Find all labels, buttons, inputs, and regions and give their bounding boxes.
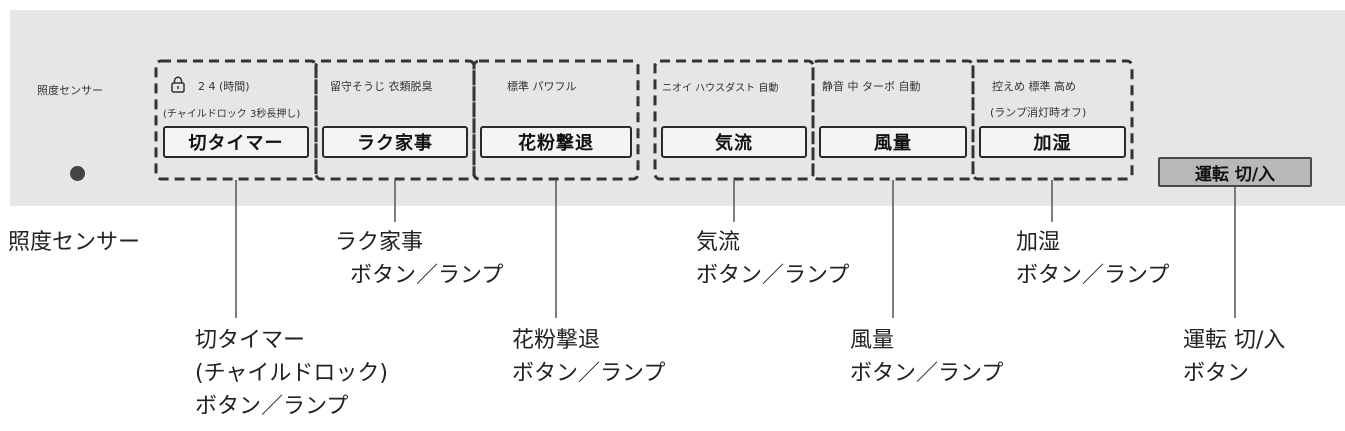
pollen-button[interactable]: 花粉撃退 — [480, 126, 632, 158]
timer-options: 2 4 (時間) — [198, 80, 250, 93]
callout-kafun: 花粉撃退 ボタン／ランプ — [512, 328, 666, 386]
callout-run: 運転 切/入 ボタン — [1183, 328, 1286, 386]
sensor-label: 照度センサー — [37, 84, 103, 97]
callout-rakukaji: ラク家事 ボタン／ランプ — [335, 230, 504, 288]
kashitsu-note: (ランプ消灯時オフ) — [990, 106, 1087, 119]
rakukaji-button[interactable]: ラク家事 — [322, 126, 468, 158]
kafun-options: 標準 パワフル — [507, 80, 577, 93]
callout-kiryu: 気流 ボタン／ランプ — [696, 230, 850, 288]
lock-icon — [170, 76, 186, 97]
airvolume-button[interactable]: 風量 — [819, 126, 967, 158]
rakukaji-group-outline — [314, 59, 476, 181]
airflow-button[interactable]: 気流 — [661, 126, 807, 158]
callout-timer: 切タイマー (チャイルドロック) ボタン／ランプ — [195, 328, 388, 419]
callout-furyo: 風量 ボタン／ランプ — [850, 328, 1004, 386]
kashitsu-options: 控えめ 標準 高め — [992, 80, 1076, 93]
callout-sensor: 照度センサー — [8, 230, 141, 255]
callout-kashitsu: 加湿 ボタン／ランプ — [1016, 230, 1170, 288]
kafun-group-outline — [472, 59, 640, 181]
illuminance-sensor — [70, 166, 85, 181]
kashitsu-group-outline — [971, 59, 1134, 181]
rakukaji-options: 留守そうじ 衣類脱臭 — [330, 80, 433, 93]
humidify-button[interactable]: 加湿 — [979, 126, 1126, 158]
child-lock-note: (チャイルドロック 3秒長押し) — [163, 109, 301, 120]
kiryu-options: ニオイ ハウスダスト 自動 — [662, 83, 779, 94]
control-panel — [10, 10, 1345, 206]
power-button[interactable]: 運転 切/入 — [1158, 157, 1312, 187]
furyo-options: 静音 中 ターボ 自動 — [822, 80, 921, 93]
off-timer-button[interactable]: 切タイマー — [163, 126, 309, 158]
